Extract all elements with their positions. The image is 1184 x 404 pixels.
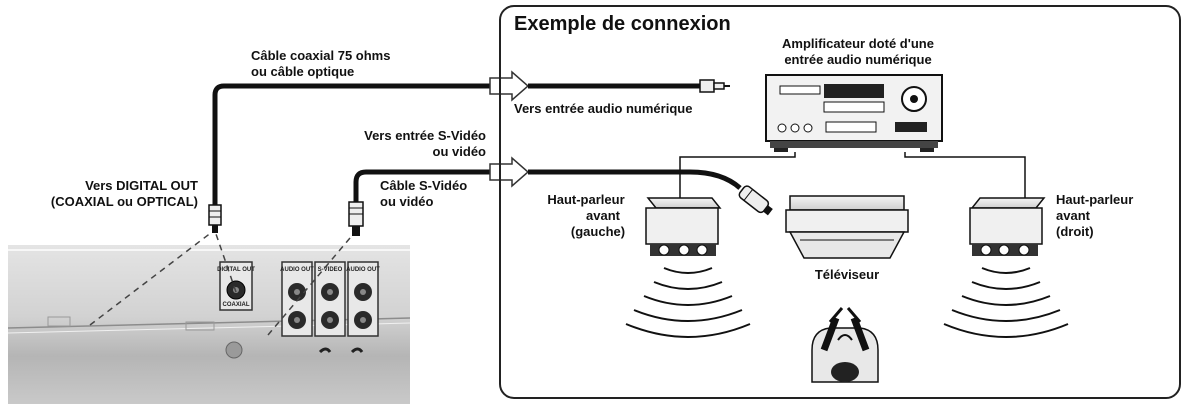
right-speaker-label-line3: (droit) (1056, 224, 1094, 239)
audio-out-jacks-left: AUDIO OUT (280, 261, 314, 337)
right-speaker-label-line1: Haut-parleur (1056, 192, 1133, 207)
svideo-cable-label-line1: Câble S-Vidéo (380, 178, 467, 193)
audio-out-jacks-right: AUDIO OUT (346, 261, 380, 337)
television-icon (785, 195, 909, 259)
left-speaker-label-line3: (gauche) (571, 224, 625, 239)
left-speaker-waves (625, 267, 751, 338)
right-speaker-waves (943, 267, 1069, 338)
svideo-cable (348, 156, 773, 236)
digital-jack-label: DIGITAL OUT (217, 267, 255, 273)
diagram-labels: Câble coaxial 75 ohms ou câble optique V… (51, 36, 1133, 282)
example-frame (499, 5, 1181, 399)
svideo-jack-label: S-VIDEO (318, 267, 343, 273)
speaker-wires (679, 152, 1026, 200)
left-speaker-icon (645, 197, 722, 256)
coax-cable-label-line1: Câble coaxial 75 ohms (251, 48, 390, 63)
example-title: Exemple de connexion (514, 13, 731, 35)
svideo-input-label-line1: Vers entrée S-Vidéo (364, 128, 486, 143)
device-rear-panel: DIGITAL OUT COAXIAL AUDIO OUT S-VIDEO AU… (7, 245, 411, 404)
digital-out-label-line1: Vers DIGITAL OUT (85, 178, 198, 193)
listener-icon (811, 307, 879, 383)
coax-cable-label-line2: ou câble optique (251, 64, 354, 79)
digital-audio-input-label: Vers entrée audio numérique (514, 101, 692, 116)
svideo-jacks: S-VIDEO (314, 261, 346, 337)
leader-lines (89, 231, 351, 336)
left-speaker-label-line2: avant (586, 208, 621, 223)
digital-out-label-line2: (COAXIAL ou OPTICAL) (51, 194, 198, 209)
coaxial-jack-label: COAXIAL (223, 302, 250, 308)
amplifier-label-line1: Amplificateur doté d'une (782, 36, 934, 51)
amplifier-label-line2: entrée audio numérique (784, 52, 931, 67)
right-speaker-icon (969, 197, 1046, 256)
audio-out-2-label: AUDIO OUT (346, 267, 380, 273)
right-speaker-label-line2: avant (1056, 208, 1091, 223)
svideo-cable-label-line2: ou vidéo (380, 194, 434, 209)
audio-out-1-label: AUDIO OUT (280, 267, 314, 273)
television-label: Téléviseur (815, 267, 879, 282)
svideo-input-label-line2: ou vidéo (433, 144, 487, 159)
amplifier-icon (765, 74, 943, 152)
left-speaker-label-line1: Haut-parleur (547, 192, 624, 207)
digital-out-jack: DIGITAL OUT COAXIAL (217, 261, 255, 311)
